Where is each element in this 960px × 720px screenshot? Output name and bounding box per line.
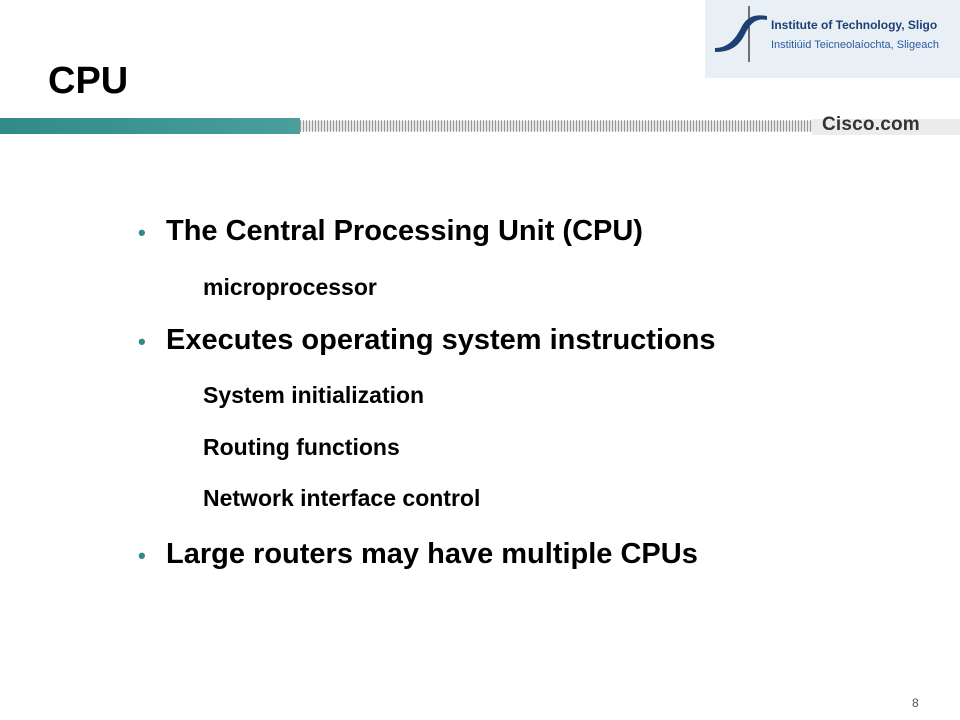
sub-item: System initialization: [203, 382, 424, 409]
bullet-text: The Central Processing Unit (CPU): [166, 215, 643, 247]
institute-name: Institute of Technology, Sligo: [771, 18, 938, 32]
institute-name-irish: Institiúid Teicneolaíochta, Sligeach: [771, 39, 939, 51]
sub-item: Routing functions: [203, 434, 400, 461]
bullet-text: Executes operating system instructions: [166, 324, 716, 356]
slide-title: CPU: [48, 60, 129, 102]
page-number: 8: [912, 696, 919, 710]
institute-logo: Institute of Technology, Sligo Institiúi…: [705, 0, 960, 78]
sub-item-text: Network interface control: [203, 485, 481, 511]
bullet-icon: •: [138, 329, 146, 354]
sub-item-text: microprocessor: [203, 274, 377, 300]
bullet-item: • The Central Processing Unit (CPU): [138, 215, 643, 248]
cisco-brand: Cisco.com: [822, 114, 920, 135]
barcode-stripes: [300, 120, 811, 132]
bullet-item: • Executes operating system instructions: [138, 324, 716, 357]
bullet-item: • Large routers may have multiple CPUs: [138, 538, 698, 571]
sub-item: microprocessor: [203, 274, 377, 301]
sub-item-text: System initialization: [203, 382, 425, 408]
bullet-icon: •: [138, 220, 146, 245]
sub-item-text: Routing functions: [203, 434, 400, 460]
sub-item: Network interface control: [203, 485, 480, 512]
bullet-icon: •: [138, 543, 146, 568]
bullet-text: Large routers may have multiple CPUs: [166, 538, 698, 570]
header-bar: [0, 118, 960, 135]
institute-swoosh-icon: [715, 6, 767, 62]
